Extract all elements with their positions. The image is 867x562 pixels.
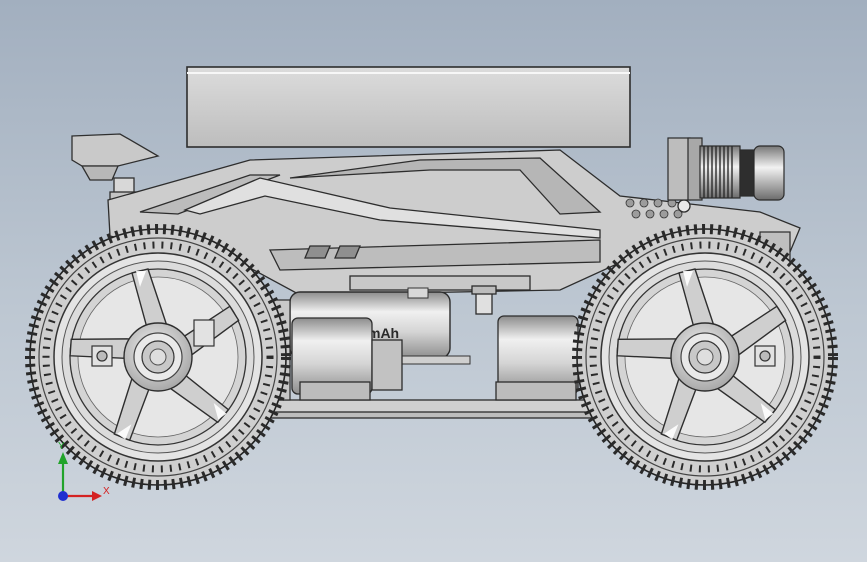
right-motor <box>495 315 579 401</box>
rear-wheel <box>30 229 286 485</box>
rear-wheel-mount <box>91 319 215 367</box>
triad-x-arrow <box>92 491 102 501</box>
front-wheel-mount <box>754 345 776 367</box>
coordinate-triad[interactable]: Y X <box>58 441 110 501</box>
triad-z-axis <box>58 491 68 501</box>
triad-y-arrow <box>58 452 68 464</box>
battery-label: mAh <box>368 325 399 341</box>
rear-spoiler <box>71 133 160 201</box>
front-wheel <box>577 229 833 485</box>
triad-y-label: Y <box>58 441 65 452</box>
front-camera <box>667 137 785 201</box>
triad-x-label: X <box>103 486 110 497</box>
left-motor <box>291 317 403 401</box>
top-enclosure <box>186 66 631 148</box>
